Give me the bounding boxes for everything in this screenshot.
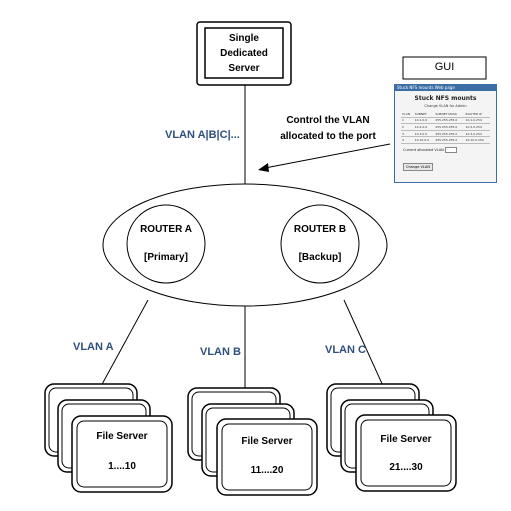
- vlan-a-label: VLAN A: [73, 341, 114, 353]
- router-b-name: ROUTER B: [293, 224, 347, 235]
- router-b-circle: [280, 204, 360, 284]
- file-server-stack-b: [187, 387, 318, 496]
- router-a-circle: [126, 204, 206, 284]
- gui-current-label: Current allocated VLAN: [403, 147, 444, 152]
- gui-heading: Stuck NFS mounts: [414, 95, 477, 102]
- table-cell: 10.2.0.0: [413, 123, 435, 131]
- control-arrow-line: [264, 143, 391, 169]
- table-cell: 10.10.0.0: [413, 136, 435, 144]
- table-cell: 1: [401, 117, 414, 125]
- server-box-inner: [204, 27, 284, 79]
- gui-vlan-table: VLAN SUBNET SUBNET MASK ROUTER IP 1 10.1…: [401, 111, 490, 144]
- gui-subheading: Change VLAN for Admin: [424, 104, 467, 108]
- control-note-line2: allocated to the port: [280, 131, 376, 142]
- control-arrow-head: [258, 163, 269, 172]
- table-cell: 255.255.255.0: [434, 136, 465, 144]
- table-cell: 255.255.255.0: [434, 130, 465, 138]
- vlan-c-line: [343, 299, 385, 389]
- gui-col-header: VLAN: [401, 111, 414, 118]
- gui-col-header: ROUTER IP: [464, 111, 490, 118]
- table-cell: 10.3.0.254: [464, 130, 490, 138]
- router-a-name: ROUTER A: [140, 224, 192, 235]
- router-b-role: [Backup]: [298, 252, 342, 263]
- table-cell: 4: [401, 136, 414, 144]
- table-cell: 10.1.0.254: [464, 117, 490, 125]
- control-note-line1: Control the VLAN: [286, 115, 370, 126]
- router-a-role: [Primary]: [144, 252, 188, 263]
- file-server-stack-a: [44, 383, 173, 493]
- file-server-a-range: 1....10: [108, 461, 136, 472]
- server-label-line1: Single: [228, 33, 259, 44]
- table-cell: 10.1.0.0: [413, 117, 435, 125]
- gui-table-header: VLAN SUBNET SUBNET MASK ROUTER IP: [401, 111, 490, 118]
- file-server-b-range: 11....20: [250, 465, 284, 476]
- gui-label: GUI: [434, 61, 455, 73]
- table-cell: 2: [401, 123, 414, 131]
- gui-col-header: SUBNET: [413, 111, 435, 118]
- table-cell: 10.10.0.254: [464, 136, 490, 144]
- gui-window-title: Stuck NFS mounts Web page: [395, 85, 496, 91]
- server-label: Single Dedicated Server: [205, 31, 283, 76]
- table-row: 2 10.2.0.0 255.255.255.0 10.2.0.254: [401, 123, 490, 131]
- table-cell: 3: [401, 130, 414, 138]
- table-cell: 255.255.255.0: [434, 117, 465, 125]
- file-server-b-label: File Server: [241, 436, 293, 447]
- file-server-a-label: File Server: [96, 431, 148, 442]
- gui-vlan-select[interactable]: [444, 146, 457, 153]
- server-label-line3: Server: [228, 63, 260, 74]
- table-cell: 255.255.255.0: [434, 123, 465, 131]
- vlan-b-label: VLAN B: [200, 346, 241, 358]
- gui-current-vlan: Current allocated VLAN: [403, 146, 496, 153]
- file-server-c-range: 21....30: [389, 462, 423, 473]
- file-server-stack-c: [326, 383, 457, 492]
- gui-screenshot: Stuck NFS mounts Web page Stuck NFS moun…: [394, 84, 497, 183]
- server-label-line2: Dedicated: [220, 48, 268, 59]
- gui-label-box: [402, 56, 487, 80]
- table-row: 4 10.10.0.0 255.255.255.0 10.10.0.254: [401, 136, 490, 144]
- vlan-c-label: VLAN C: [325, 344, 366, 356]
- table-cell: 10.3.0.0: [413, 130, 435, 138]
- table-row: 3 10.3.0.0 255.255.255.0 10.3.0.254: [401, 130, 490, 138]
- table-row: 1 10.1.0.0 255.255.255.0 10.1.0.254: [401, 117, 490, 125]
- gui-change-vlan-button[interactable]: Change VLAN: [403, 162, 433, 171]
- vlan-all-label: VLAN A|B|C|...: [165, 129, 240, 141]
- gui-col-header: SUBNET MASK: [434, 111, 465, 118]
- file-server-c-label: File Server: [380, 434, 432, 445]
- vlan-a-line: [99, 299, 149, 389]
- table-cell: 10.2.0.254: [464, 123, 490, 131]
- control-note: Control the VLAN allocated to the port: [268, 113, 388, 145]
